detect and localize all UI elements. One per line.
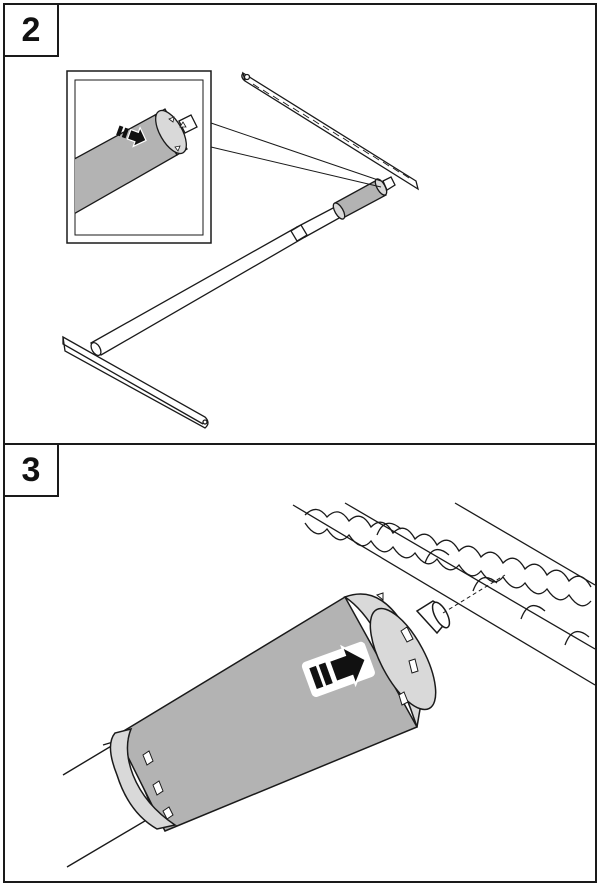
instruction-frame: 2 — [3, 3, 597, 883]
step-2-panel: 2 — [5, 5, 595, 443]
zoom-leader-lines — [210, 122, 382, 188]
step-3-illustration — [62, 502, 595, 868]
step-2-illustration — [62, 70, 420, 429]
step-3-panel: 3 — [5, 445, 595, 881]
panel-divider — [5, 443, 595, 445]
toothed-bracket — [292, 502, 595, 686]
motor-unit-large — [109, 592, 451, 832]
roller-tube — [90, 206, 342, 357]
push-arrow-icon-large — [301, 641, 375, 697]
bottom-bar — [62, 335, 209, 429]
detail-inset — [66, 70, 212, 244]
motor-unit-small — [332, 176, 396, 220]
step-number-badge: 2 — [5, 5, 59, 57]
step-number-badge: 3 — [5, 445, 59, 497]
push-arrow-icon — [116, 125, 147, 148]
upper-bracket — [241, 71, 420, 191]
alignment-line — [442, 574, 506, 614]
